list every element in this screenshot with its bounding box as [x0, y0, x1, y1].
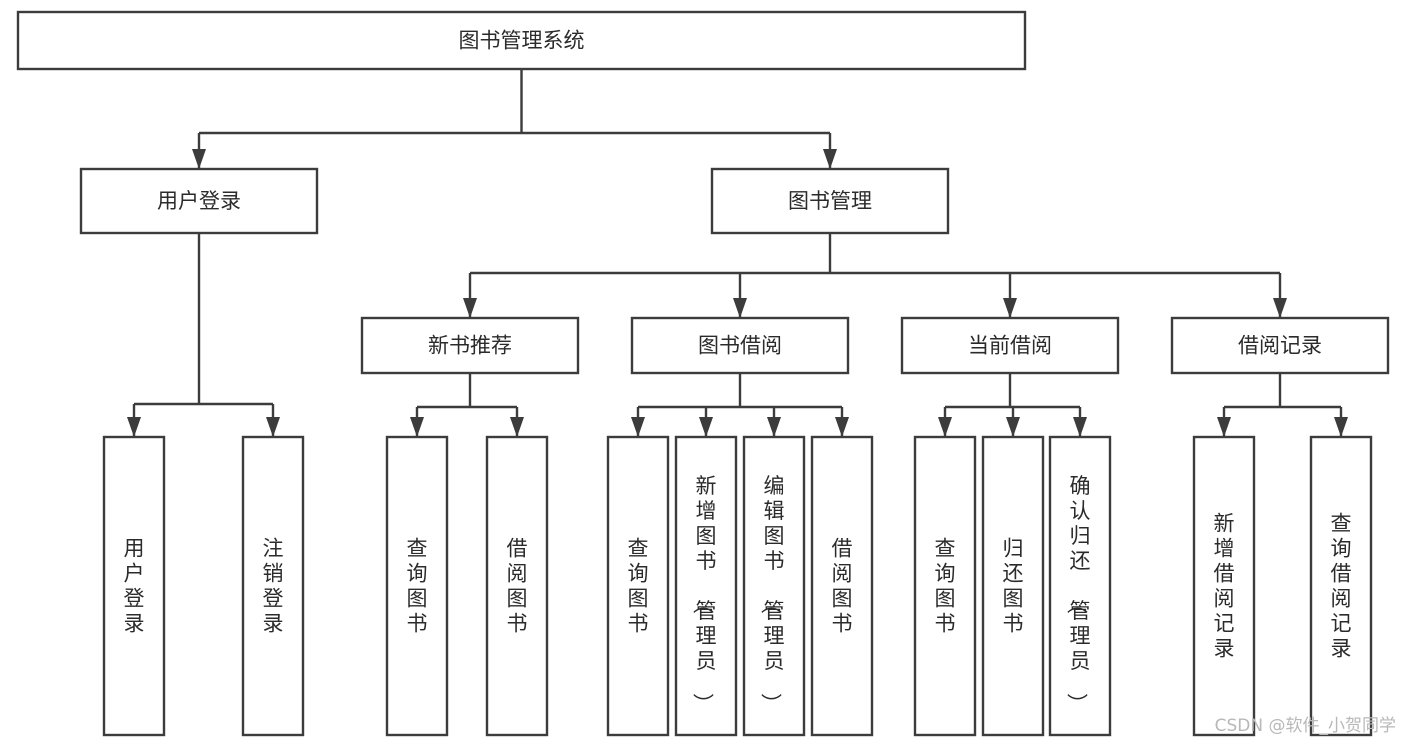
node-label-查询图书: 查询图书: [628, 537, 649, 636]
node-label-用户登录: 用户登录: [157, 189, 241, 213]
node-借阅记录[interactable]: 借阅记录: [1170, 316, 1390, 375]
node-label-当前借阅: 当前借阅: [968, 334, 1052, 358]
arrow-head-icon: [1003, 298, 1017, 318]
node-label-新增图书管理员: 新增图书（管理员）: [691, 474, 717, 714]
node-box-查询图书[interactable]: [913, 435, 977, 737]
node-box-新书推荐[interactable]: [360, 316, 580, 375]
node-label-借阅记录: 借阅记录: [1238, 334, 1322, 358]
node-label-查询图书: 查询图书: [935, 537, 956, 636]
node-图书借阅[interactable]: 图书借阅: [630, 316, 850, 375]
node-label-新书推荐: 新书推荐: [428, 334, 512, 358]
arrow-head-icon: [192, 149, 206, 169]
node-box-借阅记录[interactable]: [1170, 316, 1390, 375]
node-box-图书管理[interactable]: [710, 167, 950, 235]
node-box-用户登录[interactable]: [102, 435, 166, 737]
node-box-当前借阅[interactable]: [900, 316, 1120, 375]
node-label-借阅图书: 借阅图书: [507, 537, 528, 636]
node-box-查询图书[interactable]: [385, 435, 449, 737]
arrow-head-icon: [733, 298, 747, 318]
node-box-编辑图书管理员[interactable]: [742, 435, 806, 737]
arrow-head-icon: [1006, 417, 1020, 437]
node-label-注销登录: 注销登录: [263, 537, 284, 636]
node-查询借阅记录[interactable]: 查询借阅记录: [1309, 435, 1373, 737]
node-label-图书借阅: 图书借阅: [698, 334, 782, 358]
node-查询图书[interactable]: 查询图书: [385, 435, 449, 737]
node-box-用户登录[interactable]: [79, 167, 319, 235]
node-box-查询借阅记录[interactable]: [1309, 435, 1373, 737]
node-新书推荐[interactable]: 新书推荐: [360, 316, 580, 375]
node-图书管理[interactable]: 图书管理: [710, 167, 950, 235]
node-编辑图书管理员[interactable]: 编辑图书（管理员）: [742, 435, 806, 737]
node-label-查询图书: 查询图书: [407, 537, 428, 636]
arrow-head-icon: [631, 417, 645, 437]
node-label-编辑图书管理员: 编辑图书（管理员）: [759, 474, 785, 714]
node-box-借阅图书[interactable]: [810, 435, 874, 737]
node-查询图书[interactable]: 查询图书: [606, 435, 670, 737]
node-借阅图书[interactable]: 借阅图书: [485, 435, 549, 737]
connector-layer: [127, 69, 1348, 437]
node-归还图书[interactable]: 归还图书: [981, 435, 1045, 737]
node-用户登录[interactable]: 用户登录: [79, 167, 319, 235]
node-查询图书[interactable]: 查询图书: [913, 435, 977, 737]
node-确认归还管理员[interactable]: 确认归还（管理员）: [1048, 435, 1112, 737]
node-新增图书管理员[interactable]: 新增图书（管理员）: [674, 435, 738, 737]
node-layer: 图书管理系统用户登录图书管理新书推荐图书借阅当前借阅借阅记录用户登录注销登录查询…: [16, 10, 1390, 737]
node-box-图书借阅[interactable]: [630, 316, 850, 375]
node-图书管理系统[interactable]: 图书管理系统: [16, 10, 1027, 71]
node-box-归还图书[interactable]: [981, 435, 1045, 737]
arrow-head-icon: [463, 298, 477, 318]
node-label-归还图书: 归还图书: [1003, 537, 1024, 636]
csdn-watermark: CSDN @软件_小贺同学: [1215, 716, 1396, 736]
node-box-查询图书[interactable]: [606, 435, 670, 737]
node-当前借阅[interactable]: 当前借阅: [900, 316, 1120, 375]
arrow-head-icon: [767, 417, 781, 437]
arrow-head-icon: [127, 417, 141, 437]
node-label-借阅图书: 借阅图书: [832, 537, 853, 636]
node-box-借阅图书[interactable]: [485, 435, 549, 737]
arrow-head-icon: [823, 149, 837, 169]
node-box-新增图书管理员[interactable]: [674, 435, 738, 737]
node-label-用户登录: 用户登录: [124, 537, 145, 636]
node-label-图书管理: 图书管理: [788, 189, 872, 213]
node-box-新增借阅记录[interactable]: [1192, 435, 1256, 737]
node-box-确认归还管理员[interactable]: [1048, 435, 1112, 737]
arrow-head-icon: [1217, 417, 1231, 437]
arrow-head-icon: [266, 417, 280, 437]
node-用户登录[interactable]: 用户登录: [102, 435, 166, 737]
arrow-head-icon: [410, 417, 424, 437]
arrow-head-icon: [1334, 417, 1348, 437]
arrow-head-icon: [938, 417, 952, 437]
node-注销登录[interactable]: 注销登录: [241, 435, 305, 737]
arrow-head-icon: [510, 417, 524, 437]
node-label-查询借阅记录: 查询借阅记录: [1331, 512, 1352, 661]
arrow-head-icon: [1073, 417, 1087, 437]
node-label-确认归还管理员: 确认归还（管理员）: [1065, 474, 1091, 714]
arrow-head-icon: [1273, 298, 1287, 318]
node-box-注销登录[interactable]: [241, 435, 305, 737]
node-label-新增借阅记录: 新增借阅记录: [1214, 512, 1235, 661]
node-label-图书管理系统: 图书管理系统: [459, 29, 585, 53]
node-借阅图书[interactable]: 借阅图书: [810, 435, 874, 737]
arrow-head-icon: [699, 417, 713, 437]
arrow-head-icon: [835, 417, 849, 437]
node-新增借阅记录[interactable]: 新增借阅记录: [1192, 435, 1256, 737]
node-box-图书管理系统[interactable]: [16, 10, 1027, 71]
